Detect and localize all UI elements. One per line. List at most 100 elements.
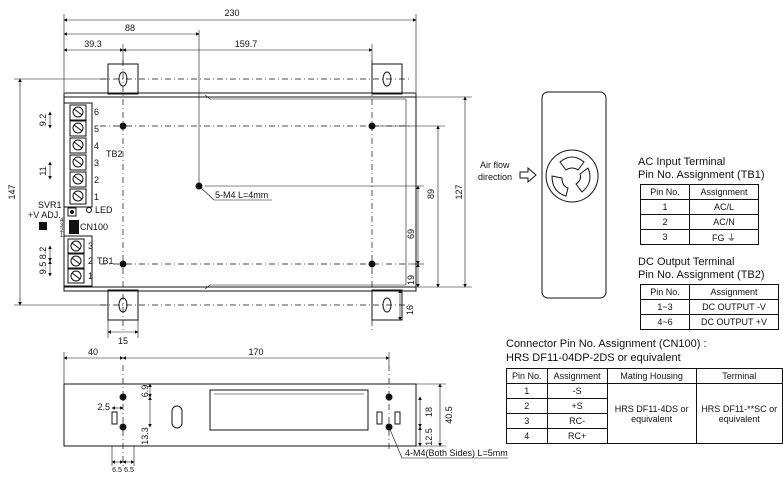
terminal-block-tb1 — [63, 235, 93, 287]
cn-pin-label: 4 — [60, 218, 64, 224]
assign-cell: +S — [546, 398, 608, 414]
pin-cell: 3 — [506, 413, 548, 429]
pin-cell: 4~6 — [640, 314, 690, 330]
led-icon — [86, 207, 92, 213]
fan-icon — [545, 149, 599, 203]
connector-title: Connector Pin No. Assignment (CN100) : — [506, 338, 707, 350]
dim-side-slot-a: 6.5 — [112, 467, 122, 474]
table-header-row: Pin No. Assignment Mating Housing Termin… — [506, 368, 783, 384]
assign-cell: FG ⏚ — [689, 229, 759, 245]
pin-cell: 2 — [640, 214, 690, 230]
table-header: Pin No. — [506, 368, 548, 384]
cn100-label: CN100 — [80, 222, 108, 232]
tb1-pin-label: 3 — [88, 241, 93, 251]
tb2-pin-label: 6 — [94, 107, 99, 117]
assign-cell: AC/N — [689, 214, 759, 230]
side-screw-spec-label: 4-M4(Both Sides) L=5mm — [405, 448, 508, 458]
screw-hole — [119, 260, 127, 268]
cn100-connector — [69, 220, 79, 234]
top-view: 230 88 39.3 159.7 147 9.2 11 8.2 9.5 127… — [7, 8, 472, 346]
dim-screw-offset: 88 — [125, 23, 135, 33]
tb1-label: TB1 — [97, 256, 114, 266]
dim-side-offset: 40 — [88, 347, 98, 357]
dim-tb1-gap: 9.5 — [38, 262, 48, 275]
tb2-label: TB2 — [106, 149, 123, 159]
dc-terminal-title: DC Output Terminal — [638, 256, 735, 268]
screw-spec-label: 5-M4 L=4mm — [215, 190, 268, 200]
table-header: Pin No. — [640, 284, 690, 300]
screw-hole — [119, 122, 127, 130]
svr1-label: SVR1 — [38, 200, 62, 210]
svr1-potentiometer — [39, 222, 47, 230]
table-header: Pin No. — [640, 184, 690, 200]
tb1-pin-label: 2 — [88, 256, 93, 266]
assign-cell: RC- — [546, 413, 608, 429]
dim-side-small: 2.5 — [97, 402, 110, 412]
assign-cell: -S — [546, 383, 608, 399]
dim-body-width: 127 — [454, 184, 464, 199]
v-adj-label: +V ADJ. — [28, 210, 61, 220]
table-header-row: Pin No. Assignment — [640, 184, 759, 200]
dim-side-hole-spacing: 18 — [424, 407, 434, 417]
tb1-pin-label: 1 — [88, 271, 93, 281]
terminal-block-tb2 — [63, 102, 93, 208]
dim-screw-to-hole: 69 — [406, 229, 416, 239]
dim-tb1-pitch: 8.2 — [38, 247, 48, 260]
dim-hole-span: 89 — [426, 189, 436, 199]
led-label: LED — [95, 205, 113, 215]
dim-side-height: 40.5 — [444, 406, 454, 424]
dim-tab-width: 16 — [405, 305, 415, 315]
led-indicator — [67, 207, 77, 217]
pin-cell: 1~3 — [640, 299, 690, 315]
side-slot — [171, 405, 183, 429]
table-header-row: Pin No. Assignment — [640, 284, 779, 300]
airflow-arrow-icon — [519, 166, 537, 184]
ac-terminal-title: AC Input Terminal — [638, 156, 726, 168]
dim-tb2-pitch: 9.2 — [38, 114, 48, 127]
tb2-pin-label: 3 — [94, 158, 99, 168]
pin-cell: 1 — [640, 199, 690, 215]
dim-side-slot-b: 6.5 — [124, 467, 134, 474]
table-header: Mating Housing — [606, 368, 697, 384]
terminal-cell: HRS DF11-**SC or equivalent — [695, 383, 783, 444]
table-header: Terminal — [695, 368, 783, 384]
screw-hole — [368, 260, 376, 268]
assign-cell: RC+ — [546, 428, 608, 444]
tb2-pin-label: 4 — [94, 141, 99, 151]
dim-side-hole-pitch: 170 — [248, 347, 263, 357]
dc-terminal-subtitle: Pin No. Assignment (TB2) — [638, 269, 765, 281]
side-view: 40 170 2.5 6.9 13.3 18 40.5 12.5 6.5 6.5… — [63, 347, 508, 474]
table-row: 1 -S HRS DF11-4DS or equivalent HRS DF11… — [506, 383, 783, 444]
tb2-pin-label: 1 — [94, 192, 99, 202]
end-view-outline — [541, 91, 607, 299]
assign-cell: DC OUTPUT -V — [689, 299, 779, 315]
dim-hole-to-edge: 19 — [406, 275, 416, 285]
connector-table: Pin No. Assignment Mating Housing Termin… — [506, 368, 783, 444]
pin-cell: 3 — [640, 229, 690, 245]
dim-side-bottom-hole: 12.5 — [424, 428, 434, 446]
airflow-label: Air flow — [480, 160, 510, 170]
dim-tb2-gap: 11 — [38, 166, 48, 175]
table-header: Assignment — [689, 284, 779, 300]
side-view-outline — [63, 383, 417, 447]
housing-cell: HRS DF11-4DS or equivalent — [606, 383, 697, 444]
side-window — [209, 389, 369, 431]
cn-pin-label: 2 — [60, 228, 64, 234]
dim-hole-offset: 39.3 — [84, 39, 102, 49]
cn-pin-label: 3 — [60, 223, 64, 229]
tb2-pin-label: 5 — [94, 124, 99, 134]
assign-cell: AC/L — [689, 199, 759, 215]
airflow-label: direction — [478, 172, 512, 182]
pin-cell: 2 — [506, 398, 548, 414]
dim-side-hole-gap: 13.3 — [140, 427, 150, 445]
assign-cell: DC OUTPUT +V — [689, 314, 779, 330]
